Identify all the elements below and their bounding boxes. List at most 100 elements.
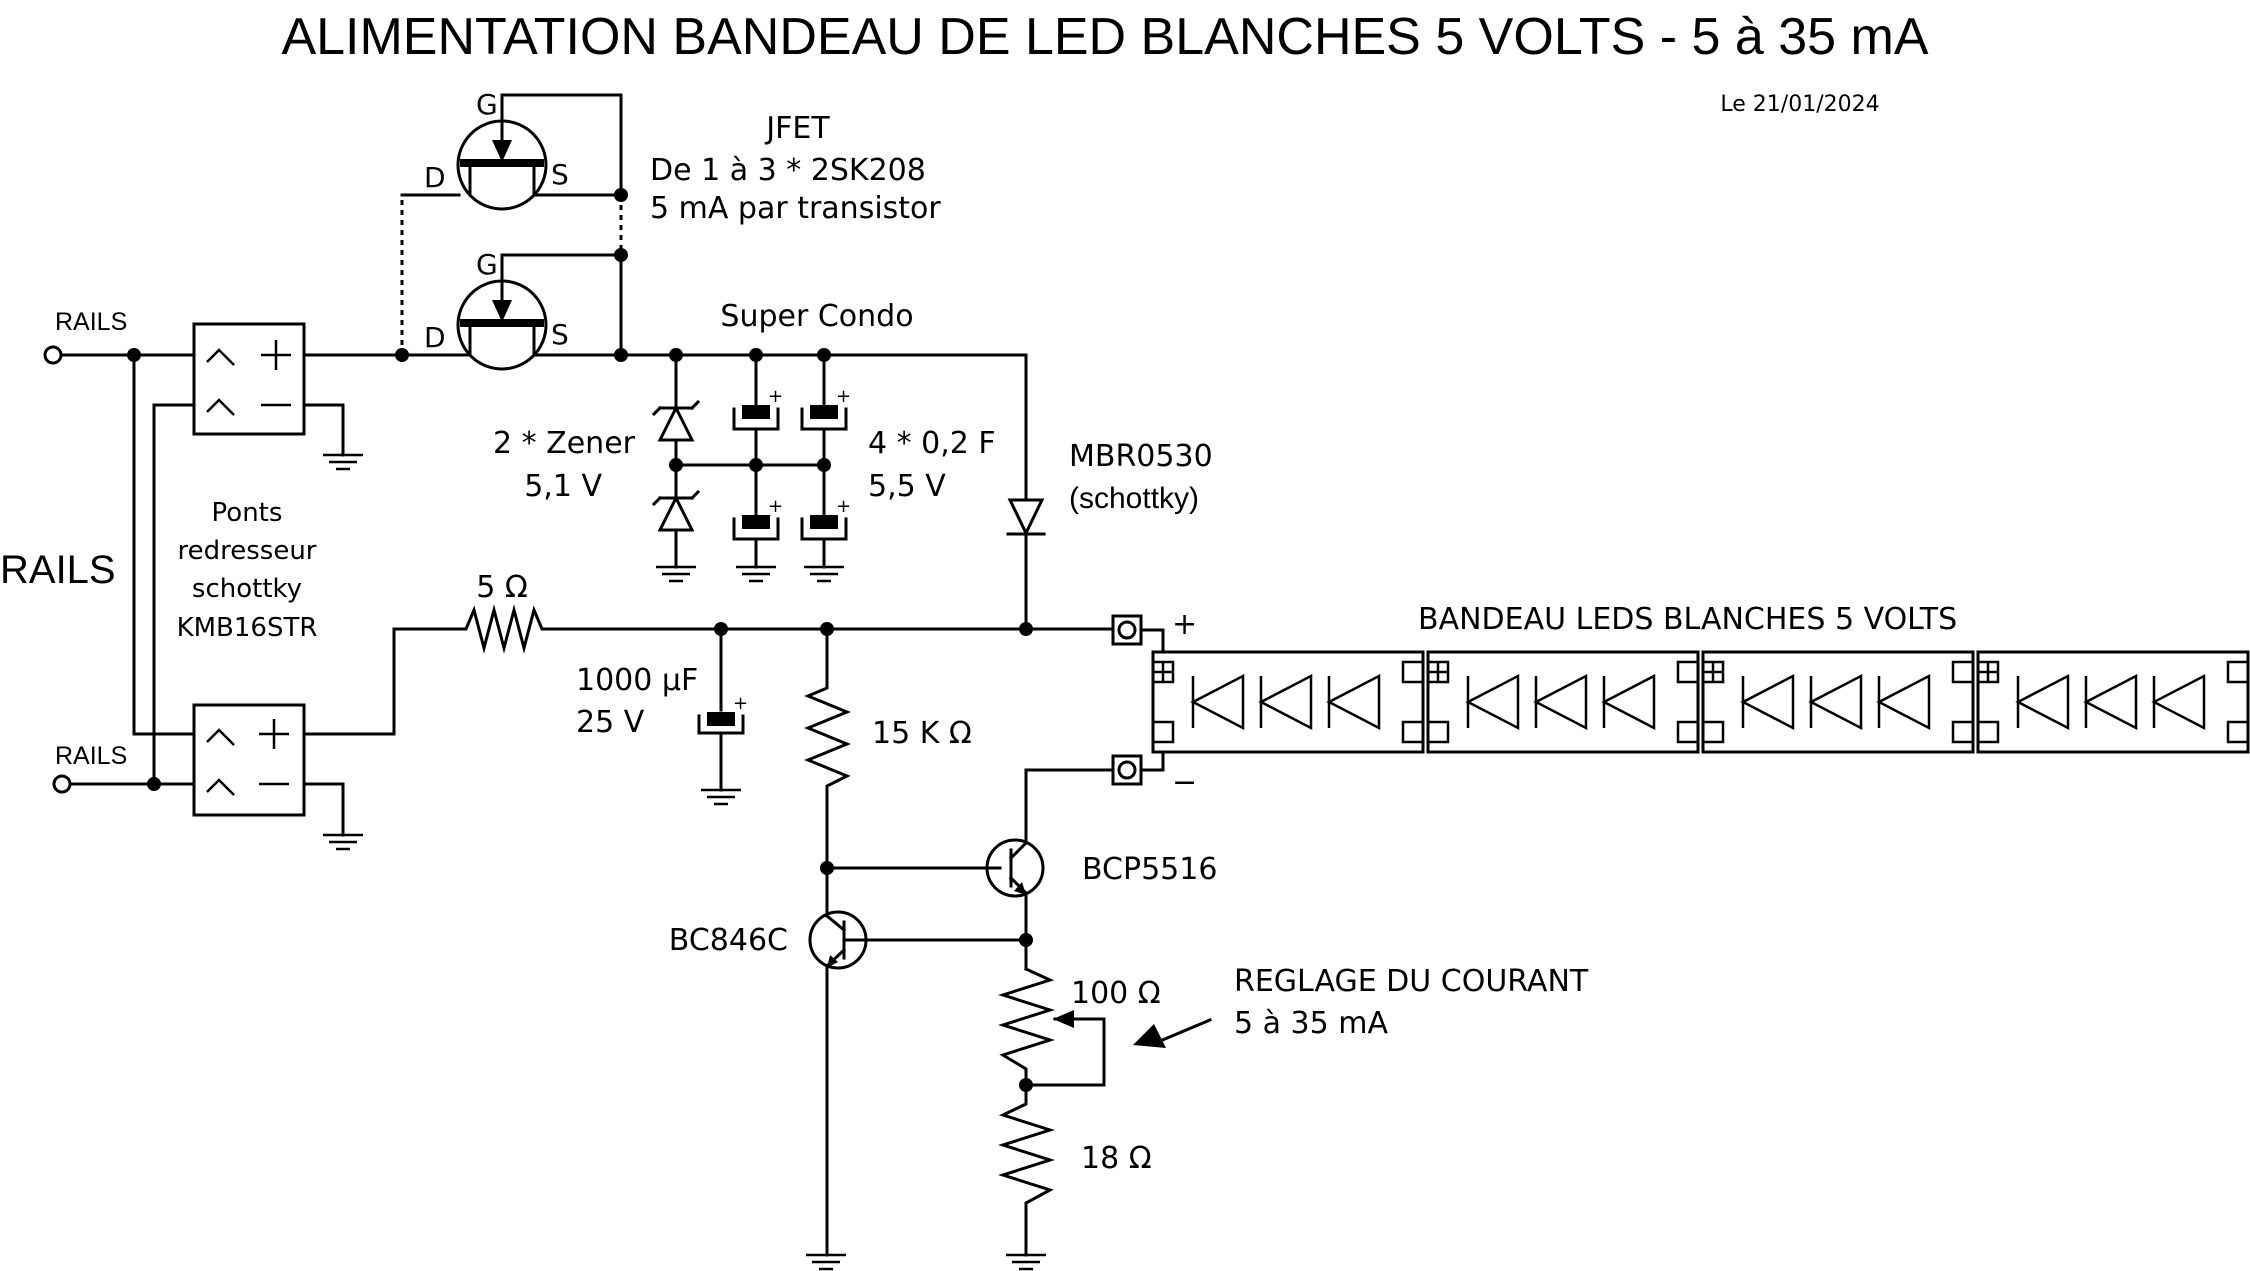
jfet-top: G D S xyxy=(424,88,623,211)
transistor-bcp5516 xyxy=(825,768,1114,971)
adjust-range: 5 à 35 mA xyxy=(1234,1006,1388,1041)
schottky-label: MBR0530 xyxy=(1069,439,1213,474)
supercap-title: Super Condo xyxy=(720,299,913,334)
led-diode-icon xyxy=(1326,673,1381,731)
led-diode-icon xyxy=(1533,673,1588,731)
led-strip-segment xyxy=(1426,650,1700,754)
resistor-15k-label: 15 K Ω xyxy=(872,716,972,751)
supercap-value: 4 * 0,2 F xyxy=(868,426,996,461)
pin-label-drain: D xyxy=(424,161,446,194)
jfet-line2: De 1 à 3 * 2SK208 xyxy=(650,153,926,188)
solder-pad-plus-icon xyxy=(1701,660,1725,684)
solder-pad-plus-icon xyxy=(1976,660,2000,684)
jfet-title: JFET xyxy=(764,111,830,146)
schottky-diode xyxy=(1006,353,1046,632)
potentiometer-label: 100 Ω xyxy=(1071,976,1161,1011)
resistor-5-ohm xyxy=(458,604,562,654)
jfet-label: JFET De 1 à 3 * 2SK208 5 mA par transist… xyxy=(650,111,941,226)
terminal-plus: + xyxy=(1111,607,1197,654)
transistor-bc846c xyxy=(806,866,1028,1271)
zener-value: 5,1 V xyxy=(524,469,602,504)
jfet-bottom: G D S xyxy=(400,248,623,371)
resistor-15k xyxy=(804,627,851,893)
led-strip-segment xyxy=(1976,650,2250,754)
solder-pad-icon xyxy=(1151,720,1175,744)
led-diode-icon xyxy=(2015,673,2070,731)
zener-label: 2 * Zener xyxy=(493,426,636,461)
rails-top-terminal xyxy=(43,345,63,365)
bridge-label-line: schottky xyxy=(192,574,302,604)
terminal-minus: − xyxy=(1111,750,1197,800)
ac-tilde-icon xyxy=(206,348,235,366)
pin-label-source: S xyxy=(551,318,569,351)
ground-icon xyxy=(323,453,363,471)
ground-icon xyxy=(323,833,363,851)
capacitor-1000uf: + xyxy=(697,627,748,806)
led-diode-icon xyxy=(2151,673,2206,731)
led-diode-icon xyxy=(1808,673,1863,731)
ac-tilde-icon xyxy=(206,778,235,796)
ground-icon xyxy=(736,565,776,583)
transistor-bcp5516-label: BCP5516 xyxy=(1082,852,1217,887)
supercap-bank: ++++ xyxy=(732,353,851,583)
diagram-title: ALIMENTATION BANDEAU DE LED BLANCHES 5 V… xyxy=(281,8,1928,66)
rails-bottom-label: RAILS xyxy=(55,742,127,770)
led-strip-segment xyxy=(1701,650,1975,754)
led-strip-segment xyxy=(1151,650,1425,754)
schottky-type: (schottky) xyxy=(1069,482,1199,515)
solder-pad-icon xyxy=(1951,720,1975,744)
solder-pad-icon xyxy=(2226,660,2250,684)
terminal-plus-label: + xyxy=(1172,607,1197,642)
resistor-5-ohm-label: 5 Ω xyxy=(476,570,528,605)
pin-label-drain: D xyxy=(424,321,446,354)
resistor-18-ohm-label: 18 Ω xyxy=(1081,1141,1152,1176)
bridge-label-line: redresseur xyxy=(178,536,317,566)
solder-pad-icon xyxy=(1951,660,1975,684)
rails-bottom-terminal xyxy=(52,774,72,794)
bridge-label-line: KMB16STR xyxy=(177,613,318,643)
solder-pad-plus-icon xyxy=(1151,660,1175,684)
ground-icon xyxy=(701,788,741,806)
diagram-date: Le 21/01/2024 xyxy=(1720,92,1879,117)
ac-tilde-icon xyxy=(206,398,235,416)
led-diode-icon xyxy=(1465,673,1520,731)
polarity-plus: + xyxy=(768,386,783,407)
led-strip-label: BANDEAU LEDS BLANCHES 5 VOLTS xyxy=(1418,602,1957,637)
supercapacitor: + xyxy=(732,353,783,467)
ground-icon xyxy=(656,565,696,583)
terminal-minus-label: − xyxy=(1172,765,1197,800)
solder-pad-icon xyxy=(1401,660,1425,684)
bridge-rectifier-top xyxy=(192,322,404,471)
supercapacitor: + xyxy=(800,353,851,467)
led-diode-icon xyxy=(1601,673,1656,731)
solder-pad-icon xyxy=(2226,720,2250,744)
ground-icon xyxy=(804,565,844,583)
led-diode-icon xyxy=(1190,673,1245,731)
pin-label-gate: G xyxy=(476,88,498,121)
capacitor-1000uf-voltage: 25 V xyxy=(576,705,645,740)
pin-label-source: S xyxy=(551,158,569,191)
transistor-bc846c-label: BC846C xyxy=(669,923,788,958)
supercap-voltage: 5,5 V xyxy=(868,469,946,504)
rails-input-top: RAILS xyxy=(43,308,196,736)
potentiometer-100-ohm xyxy=(998,967,1106,1087)
ground-icon xyxy=(806,1253,846,1271)
rails-input-bottom: RAILS xyxy=(52,403,196,794)
led-diode-icon xyxy=(1740,673,1795,731)
pin-label-gate: G xyxy=(476,248,498,281)
capacitor-1000uf-value: 1000 µF xyxy=(576,663,698,698)
bridge-label: Ponts redresseur schottky KMB16STR xyxy=(177,498,318,643)
solder-pad-icon xyxy=(1401,720,1425,744)
rails-side-label: RAILS xyxy=(0,548,116,592)
led-strip xyxy=(1151,650,2250,754)
resistor-18-ohm xyxy=(998,1083,1055,1271)
ac-tilde-icon xyxy=(206,728,235,746)
bridge-rectifier-bottom xyxy=(192,627,462,851)
solder-pad-icon xyxy=(1426,720,1450,744)
bridge-label-line: Ponts xyxy=(212,498,283,528)
solder-pad-icon xyxy=(1676,660,1700,684)
rails-top-label: RAILS xyxy=(55,308,127,336)
polarity-plus: + xyxy=(768,496,783,517)
solder-pad-icon xyxy=(1676,720,1700,744)
